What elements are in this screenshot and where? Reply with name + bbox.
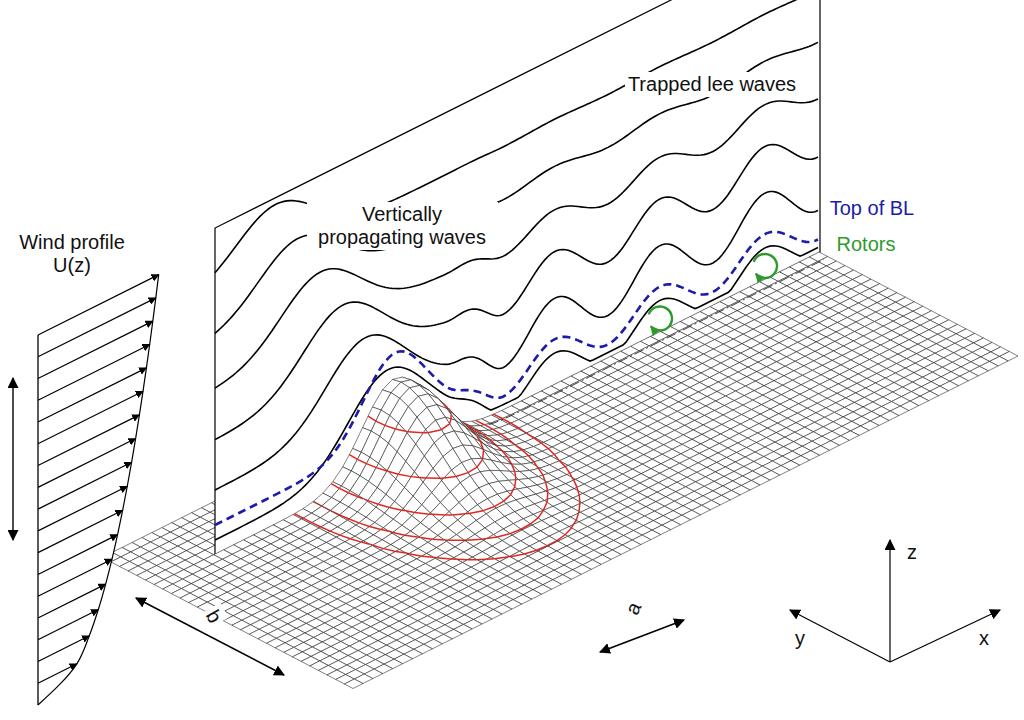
height-contour (436, 558, 451, 559)
height-contour (415, 513, 429, 515)
height-contour (451, 558, 457, 560)
height-contour (441, 424, 449, 430)
ground-mesh-front (154, 252, 1018, 688)
height-contour (448, 539, 464, 541)
height-contour (565, 528, 571, 535)
height-contour (527, 433, 534, 438)
height-contour (389, 508, 401, 511)
height-contour (348, 493, 358, 497)
height-contour (548, 449, 554, 455)
height-contour (456, 473, 468, 477)
height-contour (398, 474, 411, 476)
height-contour (385, 425, 396, 429)
height-contour (402, 509, 406, 511)
height-contour (468, 559, 477, 561)
height-contour (469, 511, 483, 514)
height-contour (331, 484, 339, 489)
height-contour (537, 466, 539, 468)
height-contour (357, 459, 366, 463)
height-contour (559, 461, 565, 467)
height-contour (384, 549, 396, 552)
height-contour (572, 477, 574, 480)
height-contour (396, 429, 406, 431)
height-contour (428, 430, 442, 433)
height-contour (510, 554, 524, 557)
height-contour (511, 490, 513, 495)
height-contour (358, 497, 363, 499)
height-contour (450, 414, 452, 418)
height-contour (376, 421, 385, 425)
height-contour (514, 480, 516, 487)
height-contour (504, 495, 511, 502)
height-contour (452, 514, 465, 515)
height-contour (468, 467, 477, 472)
height-contour (465, 513, 469, 515)
height-contour (574, 480, 577, 487)
height-contour (349, 455, 357, 460)
height-contour (576, 513, 578, 520)
height-contour (426, 477, 440, 479)
height-contour (411, 476, 419, 478)
height-contour (502, 451, 507, 457)
height-contour (547, 492, 549, 499)
height-contour (432, 514, 445, 516)
height-contour (350, 539, 361, 542)
height-contour (515, 445, 522, 450)
height-contour (512, 465, 515, 472)
height-contour (534, 438, 541, 443)
height-contour (529, 456, 534, 462)
height-contour (378, 504, 389, 507)
height-contour (376, 468, 387, 471)
height-contour (432, 538, 444, 540)
height-contour (408, 432, 424, 433)
height-contour (482, 450, 484, 458)
height-contour (571, 525, 573, 528)
height-contour (429, 513, 432, 515)
height-contour (370, 526, 381, 529)
height-contour (340, 535, 350, 539)
height-contour (509, 556, 510, 558)
height-contour (486, 558, 494, 560)
height-contour (386, 470, 388, 472)
height-contour (366, 464, 376, 468)
height-contour (396, 551, 406, 553)
height-contour (541, 443, 548, 448)
height-contour (361, 542, 369, 544)
height-contour (405, 535, 419, 537)
height-contour (522, 450, 528, 456)
height-contour (477, 460, 482, 467)
height-contour (466, 539, 482, 541)
height-contour (497, 534, 510, 537)
height-contour (578, 495, 580, 502)
height-contour (368, 416, 376, 421)
height-contour (444, 476, 456, 477)
height-contour (445, 514, 452, 516)
height-contour (422, 556, 434, 557)
height-contour (565, 467, 570, 474)
height-contour (515, 477, 517, 480)
height-contour (359, 523, 370, 527)
height-contour (487, 537, 497, 538)
vertical-plane (215, 0, 820, 555)
height-contour (419, 537, 420, 539)
height-contour (381, 530, 389, 532)
height-contour (539, 468, 543, 475)
height-contour (538, 510, 543, 517)
height-contour (546, 483, 548, 491)
height-contour (450, 419, 451, 424)
terrain-mesh-cell (511, 464, 530, 471)
height-contour (423, 432, 427, 434)
height-contour (578, 491, 579, 495)
height-contour (339, 488, 348, 492)
height-contour (578, 504, 580, 512)
